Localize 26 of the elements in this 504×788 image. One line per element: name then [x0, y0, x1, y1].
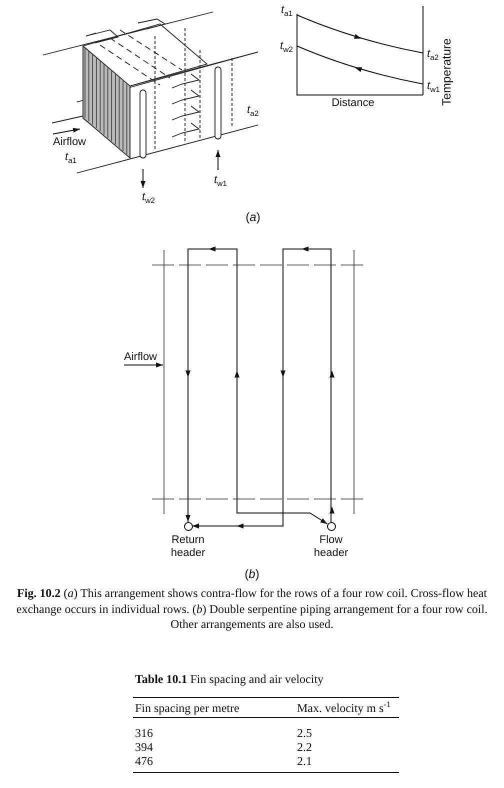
axis-label: Distance [332, 97, 374, 110]
header-label: Flow header [312, 534, 350, 560]
table-header: Fin spacing per metre [135, 702, 240, 716]
table-header: Max. velocity m s$^{-1}$ [297, 702, 391, 716]
temperature-label: t$_{a1}$ [281, 4, 293, 16]
table-title: Table 10.1 Fin spacing and air velocity [135, 673, 324, 686]
airflow-label: Airflow [53, 136, 86, 148]
temperature-label: t$_{w1}$ [427, 80, 440, 92]
header-label: Return header [170, 534, 206, 560]
temperature-label: t$_{w2}$ [280, 40, 293, 52]
table-cell: 2.5 [297, 727, 312, 740]
panel-label: (b) [244, 568, 260, 582]
table-cell: 476 [135, 755, 153, 768]
axis-label: Temperature [440, 38, 454, 106]
temperature-label: t$_{a1}$ [65, 151, 77, 164]
temperature-label: t$_{w2}$ [142, 191, 155, 204]
temperature-label: t$_{a2}$ [427, 48, 439, 60]
temperature-label: t$_{a2}$ [247, 104, 259, 116]
temperature-label: t$_{w1}$ [214, 174, 227, 186]
table-cell: 2.1 [297, 755, 312, 768]
figure-caption: Fig. 10.2 (a) This arrangement shows contra-flow for the rows of a four row coil. Cross-flow heat exchange occurs in individual rows. (b) Double serpentine piping arrangement for a four row coil. Other arrangements are also used. [15, 586, 489, 633]
table-cell: 394 [135, 741, 153, 754]
table-cell: 2.2 [297, 741, 312, 754]
airflow-label: Airflow [124, 351, 158, 364]
table-cell: 316 [135, 727, 153, 740]
panel-label: (a) [246, 211, 260, 224]
